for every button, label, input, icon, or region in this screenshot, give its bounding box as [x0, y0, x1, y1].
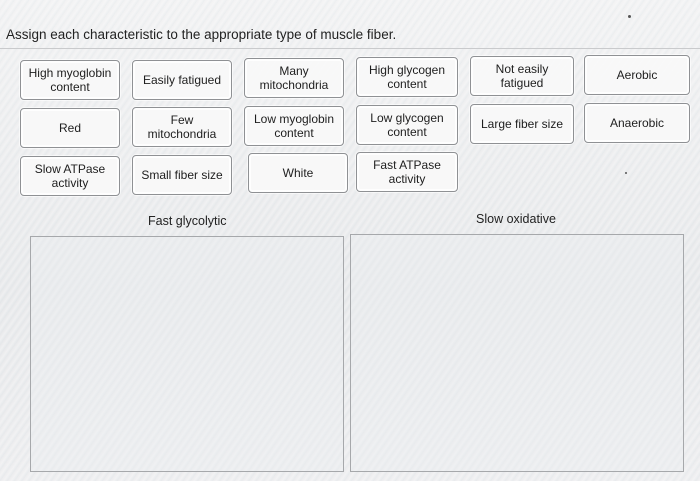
chip-small-fiber-size[interactable]: Small fiber size [132, 155, 232, 195]
chip-easily-fatigued[interactable]: Easily fatigued [132, 60, 232, 100]
chip-fast-atpase-activity[interactable]: Fast ATPase activity [356, 152, 458, 192]
chip-red[interactable]: Red [20, 108, 120, 148]
drop-zone-slow-oxidative[interactable] [350, 234, 684, 472]
zone-label-fast-glycolytic: Fast glycolytic [148, 214, 227, 228]
chip-large-fiber-size[interactable]: Large fiber size [470, 104, 574, 144]
cursor-dot-icon [628, 15, 631, 18]
chip-slow-atpase-activity[interactable]: Slow ATPase activity [20, 156, 120, 196]
artifact-dot-icon [625, 172, 627, 174]
chip-many-mitochondria[interactable]: Many mitochondria [244, 58, 344, 98]
chip-low-myoglobin-content[interactable]: Low myoglobin content [244, 106, 344, 146]
chip-high-glycogen-content[interactable]: High glycogen content [356, 57, 458, 97]
chip-aerobic[interactable]: Aerobic [584, 55, 690, 95]
question-prompt: Assign each characteristic to the approp… [6, 27, 397, 42]
drop-zone-fast-glycolytic[interactable] [30, 236, 344, 472]
header-divider [0, 48, 700, 49]
chip-white[interactable]: White [248, 153, 348, 193]
chip-low-glycogen-content[interactable]: Low glycogen content [356, 105, 458, 145]
chip-few-mitochondria[interactable]: Few mitochondria [132, 107, 232, 147]
chip-not-easily-fatigued[interactable]: Not easily fatigued [470, 56, 574, 96]
chip-anaerobic[interactable]: Anaerobic [584, 103, 690, 143]
chip-high-myoglobin-content[interactable]: High myoglobin content [20, 60, 120, 100]
zone-label-slow-oxidative: Slow oxidative [476, 212, 556, 226]
